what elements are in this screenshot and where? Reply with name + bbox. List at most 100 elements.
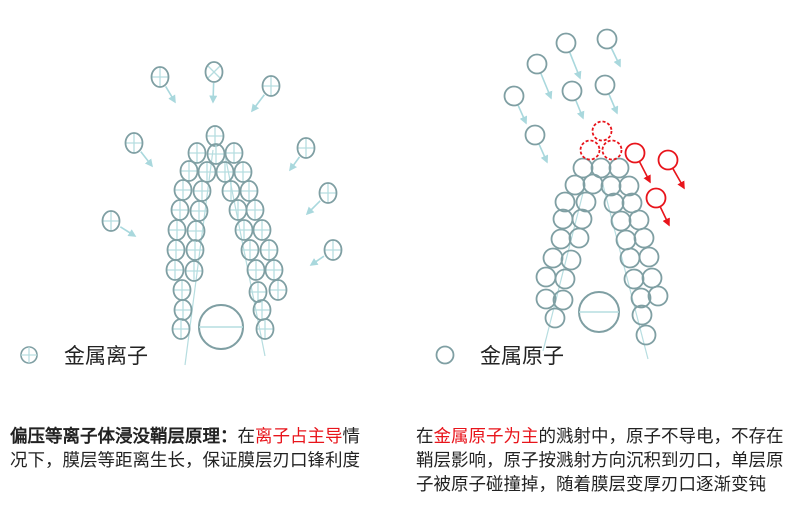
ejected-atom bbox=[645, 187, 667, 209]
coating-ion bbox=[187, 142, 207, 164]
coating-atom bbox=[552, 208, 574, 230]
caption-text: 情况下，膜层等距离生长，保证膜层刃口锋利度 bbox=[10, 427, 360, 471]
right-caption: 在金属原子为主的溅射中，原子不导电，不存在鞘层影响，原子按溅射方向沉积到刃口，单… bbox=[416, 425, 796, 497]
coating-atom bbox=[628, 209, 650, 231]
coating-ion bbox=[173, 299, 193, 321]
incoming-atom bbox=[555, 32, 577, 54]
coating-atom bbox=[618, 175, 640, 197]
coating-atom bbox=[619, 247, 641, 269]
coating-atom bbox=[535, 288, 557, 310]
incoming-atom bbox=[596, 28, 618, 50]
incoming-ion bbox=[101, 210, 121, 232]
edge-line bbox=[602, 184, 649, 360]
coating-ion bbox=[245, 199, 265, 221]
coating-atom bbox=[631, 304, 653, 326]
incoming-atom bbox=[526, 53, 548, 75]
incoming-atom bbox=[561, 80, 583, 102]
coating-atom bbox=[603, 192, 625, 214]
coating-ion bbox=[172, 279, 192, 301]
coating-atom bbox=[554, 268, 576, 290]
coating-ion bbox=[246, 259, 266, 281]
arrow-icon bbox=[608, 93, 619, 115]
arrow-icon bbox=[140, 151, 153, 168]
caption-text: 的溅射中，原子不导电，不存在鞘层影响，原子按溅射方向沉积到刃口，单层原子被原子碰… bbox=[416, 427, 784, 495]
coating-ion bbox=[224, 142, 244, 164]
incoming-atom bbox=[503, 85, 525, 107]
coating-ion bbox=[228, 199, 248, 221]
coating-atom bbox=[600, 175, 622, 197]
coating-ion bbox=[173, 179, 193, 201]
ejected-atom bbox=[624, 142, 646, 164]
incoming-ion bbox=[323, 239, 343, 261]
left-caption: 偏压等离子体浸没鞘层原理：在离子占主导情况下，膜层等距离生长，保证膜层刃口锋利度 bbox=[10, 425, 372, 473]
legend-label: 金属离子 bbox=[64, 344, 148, 368]
coating-atom bbox=[641, 267, 663, 289]
coating-atom bbox=[568, 227, 590, 249]
coating-ion bbox=[192, 180, 212, 202]
coating-ion bbox=[264, 259, 284, 281]
incoming-ion bbox=[150, 66, 170, 88]
incoming-ion bbox=[296, 137, 316, 159]
coating-atom bbox=[550, 228, 572, 250]
coating-ion bbox=[255, 318, 275, 340]
arrow-icon bbox=[568, 51, 582, 80]
coating-ion bbox=[185, 239, 205, 261]
arrow-icon bbox=[305, 200, 321, 216]
legend-metal-ion: 金属离子 bbox=[16, 340, 148, 370]
incoming-atom bbox=[524, 124, 546, 146]
coating-atom bbox=[610, 210, 632, 232]
coating-atom bbox=[635, 324, 657, 346]
coating-ion bbox=[221, 180, 241, 202]
arrow-icon bbox=[209, 82, 218, 104]
coating-ion bbox=[240, 239, 260, 261]
coating-atom bbox=[544, 307, 566, 329]
coating-atom bbox=[630, 287, 652, 309]
arrow-icon bbox=[672, 168, 685, 190]
removed-atom bbox=[601, 139, 623, 161]
coating-ion bbox=[233, 161, 253, 183]
coating-ion bbox=[189, 200, 209, 222]
legend-label: 金属原子 bbox=[480, 344, 564, 368]
arrow-icon bbox=[119, 226, 137, 237]
caption-text: 在 bbox=[237, 427, 256, 447]
legend-metal-atom: 金属原子 bbox=[432, 340, 564, 370]
coating-ion bbox=[248, 281, 268, 303]
arrow-icon bbox=[538, 143, 549, 164]
ion-sheath-diagram bbox=[101, 61, 343, 366]
sputter-diagram bbox=[503, 28, 685, 360]
coating-ion bbox=[166, 239, 186, 261]
arrow-icon bbox=[638, 161, 651, 184]
incoming-ion bbox=[261, 75, 281, 97]
coating-ion bbox=[234, 219, 254, 241]
arrow-icon bbox=[164, 86, 176, 104]
removed-atom bbox=[579, 139, 601, 161]
arrow-icon bbox=[610, 47, 621, 68]
arrow-icon bbox=[289, 156, 301, 172]
coating-ion bbox=[239, 180, 259, 202]
coating-atom bbox=[638, 246, 660, 268]
incoming-atom bbox=[594, 74, 616, 96]
coating-atom bbox=[572, 157, 594, 179]
edge-line bbox=[542, 184, 586, 352]
coating-atom bbox=[633, 227, 655, 249]
coating-atom bbox=[571, 208, 593, 230]
coating-ion bbox=[197, 161, 217, 183]
coating-ion bbox=[165, 259, 185, 281]
coating-atom bbox=[615, 229, 637, 251]
atom-circle-icon bbox=[435, 345, 455, 365]
coating-ion bbox=[171, 318, 191, 340]
arrow-icon bbox=[540, 72, 553, 100]
coating-atom bbox=[535, 266, 557, 288]
coating-atom bbox=[542, 247, 564, 269]
coating-atom bbox=[554, 191, 576, 213]
incoming-ion bbox=[124, 132, 144, 154]
coating-ion bbox=[186, 220, 206, 242]
coating-ion bbox=[179, 160, 199, 182]
arrow-icon bbox=[251, 94, 265, 113]
coating-ion bbox=[252, 219, 272, 241]
coating-ion bbox=[167, 219, 187, 241]
coating-atom bbox=[564, 174, 586, 196]
coating-ion bbox=[184, 260, 204, 282]
coating-ion bbox=[215, 161, 235, 183]
